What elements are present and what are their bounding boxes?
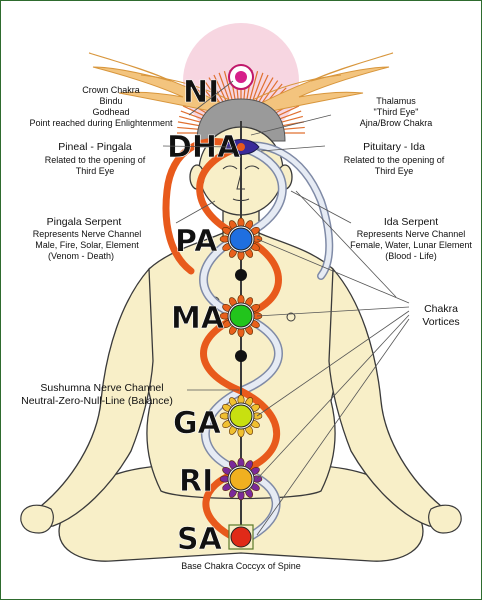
pingala-title: Pingala Serpent — [47, 216, 122, 228]
syllables: NI DHA PA MA GA RI SA — [167, 75, 242, 558]
syllable-pa: PA — [175, 224, 218, 259]
vortices-label-1: Chakra — [424, 303, 458, 315]
pingala-line-4: (Venom - Death) — [48, 251, 114, 261]
pituitary-title: Pituitary - Ida — [363, 141, 425, 153]
pituitary-line-3: Third Eye — [375, 166, 414, 176]
syllable-sa: SA — [177, 522, 223, 557]
ida-head-icon — [237, 141, 334, 280]
pituitary-line-2: Related to the opening of — [344, 155, 445, 165]
crown-label-3: Godhead — [92, 107, 129, 117]
crown-label-1: Crown Chakra — [82, 85, 140, 95]
crown-label-4: Point reached during Enlightenment — [29, 118, 173, 128]
sacral-chakra-icon — [219, 457, 263, 501]
hands-icon — [20, 504, 462, 534]
thalamus-label-2: "Third Eye" — [374, 107, 419, 117]
syllable-ni: NI — [183, 75, 219, 110]
sushumna-label-1: Sushumna Nerve Channel — [40, 382, 163, 394]
pineal-title: Pineal - Pingala — [58, 141, 132, 153]
heart-chakra-icon — [219, 294, 263, 338]
throat-chakra-icon — [219, 217, 263, 261]
base-chakra-label: Base Chakra Coccyx of Spine — [181, 561, 301, 571]
sushumna-label-2: Neutral-Zero-Null-Line (Balance) — [21, 395, 173, 407]
leader-lines — [162, 80, 410, 536]
crown-chakra-icon — [228, 64, 254, 90]
syllable-ri: RI — [179, 464, 213, 499]
syllable-dha: DHA — [167, 130, 241, 165]
pingala-line-3: Male, Fire, Solar, Element — [35, 240, 139, 250]
ajna-chakra-icon — [222, 139, 260, 155]
syllable-ga: GA — [173, 406, 222, 441]
brain-icon — [196, 98, 286, 142]
ida-line-4: (Blood - Life) — [385, 251, 437, 261]
thalamus-label-1: Thalamus — [376, 96, 416, 106]
crown-label-2: Bindu — [99, 96, 122, 106]
syllable-ma: MA — [171, 301, 225, 336]
node-dot — [235, 269, 247, 281]
root-chakra-icon — [228, 524, 254, 550]
ida-title: Ida Serpent — [384, 216, 438, 228]
node-dot — [235, 350, 247, 362]
ida-line-2: Represents Nerve Channel — [357, 229, 466, 239]
vortices-label-2: Vortices — [422, 316, 459, 328]
annotations: Crown Chakra Bindu Godhead Point reached… — [21, 85, 472, 571]
thalamus-label-3: Ajna/Brow Chakra — [360, 118, 433, 128]
ida-line-3: Female, Water, Lunar Element — [350, 240, 472, 250]
pineal-line-2: Related to the opening of — [45, 155, 146, 165]
solar-plexus-chakra-icon — [219, 394, 263, 438]
pingala-line-2: Represents Nerve Channel — [33, 229, 142, 239]
pineal-line-3: Third Eye — [76, 166, 115, 176]
